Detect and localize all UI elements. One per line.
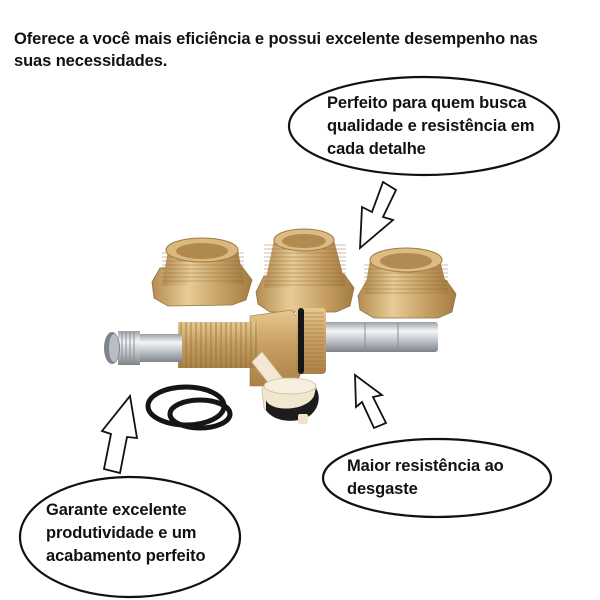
callout-text-bottom-left: Garante excelente produtividade e um aca…: [46, 499, 246, 568]
arrow-up-icon: [100, 393, 139, 475]
o-rings: [145, 384, 233, 431]
callout-bottom-right-line-2: desgaste: [347, 480, 418, 498]
callout-bottom-left-line-1: Garante excelente: [46, 501, 187, 519]
nylon-seal-plug: [251, 351, 319, 424]
headline-line-1: Oferece a você mais eficiência e possui …: [14, 30, 538, 48]
callout-bottom-left-line-2: produtividade e um: [46, 524, 197, 542]
callout-top-right-line-3: cada detalhe: [327, 140, 426, 158]
callout-bubble-bottom-right: [321, 437, 553, 519]
callout-top-right-line-2: qualidade e resistência em: [327, 117, 535, 135]
arrow-up-left-icon: [354, 373, 388, 430]
callout-bubble-bottom-left: [18, 475, 242, 599]
callout-bottom-left-line-3: acabamento perfeito: [46, 547, 206, 565]
callout-top-right-line-1: Perfeito para quem busca: [327, 94, 527, 112]
headline-line-2: suas necessidades.: [14, 52, 168, 70]
callout-bottom-right-line-1: Maior resistência ao: [347, 457, 504, 475]
callout-bubble-top-right: [287, 75, 561, 177]
valve-stem: [104, 308, 438, 387]
brass-adapter-right: [357, 247, 457, 319]
headline: Oferece a você mais eficiência e possui …: [14, 28, 594, 72]
brass-adapter-left: [151, 237, 253, 307]
callout-text-top-right: Perfeito para quem busca qualidade e res…: [327, 92, 567, 161]
brass-adapter-middle: [255, 228, 355, 313]
callout-text-bottom-right: Maior resistência ao desgaste: [347, 455, 547, 501]
arrow-down-left-icon: [358, 180, 398, 251]
